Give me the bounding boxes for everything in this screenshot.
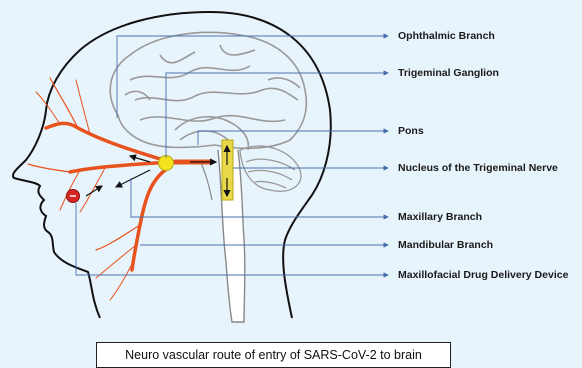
caption: Neuro vascular route of entry of SARS-Co… <box>96 342 451 368</box>
flow-arrow <box>116 170 150 187</box>
label-trigeminal-ganglion: Trigeminal Ganglion <box>398 67 499 79</box>
label-mandibular-branch: Mandibular Branch <box>398 239 493 251</box>
brainstem-inner <box>200 160 212 200</box>
trigeminal-nerve <box>28 78 210 300</box>
cerebellum <box>240 146 301 191</box>
brain <box>110 32 306 150</box>
label-maxillary-branch: Maxillary Branch <box>398 211 482 223</box>
label-drug-delivery-device: Maxillofacial Drug Delivery Device <box>398 269 568 281</box>
flow-arrow <box>130 156 150 162</box>
label-nucleus-trigeminal-nerve: Nucleus of the Trigeminal Nerve <box>398 162 558 174</box>
label-ophthalmic-branch: Ophthalmic Branch <box>398 30 495 42</box>
label-pons: Pons <box>398 125 424 137</box>
